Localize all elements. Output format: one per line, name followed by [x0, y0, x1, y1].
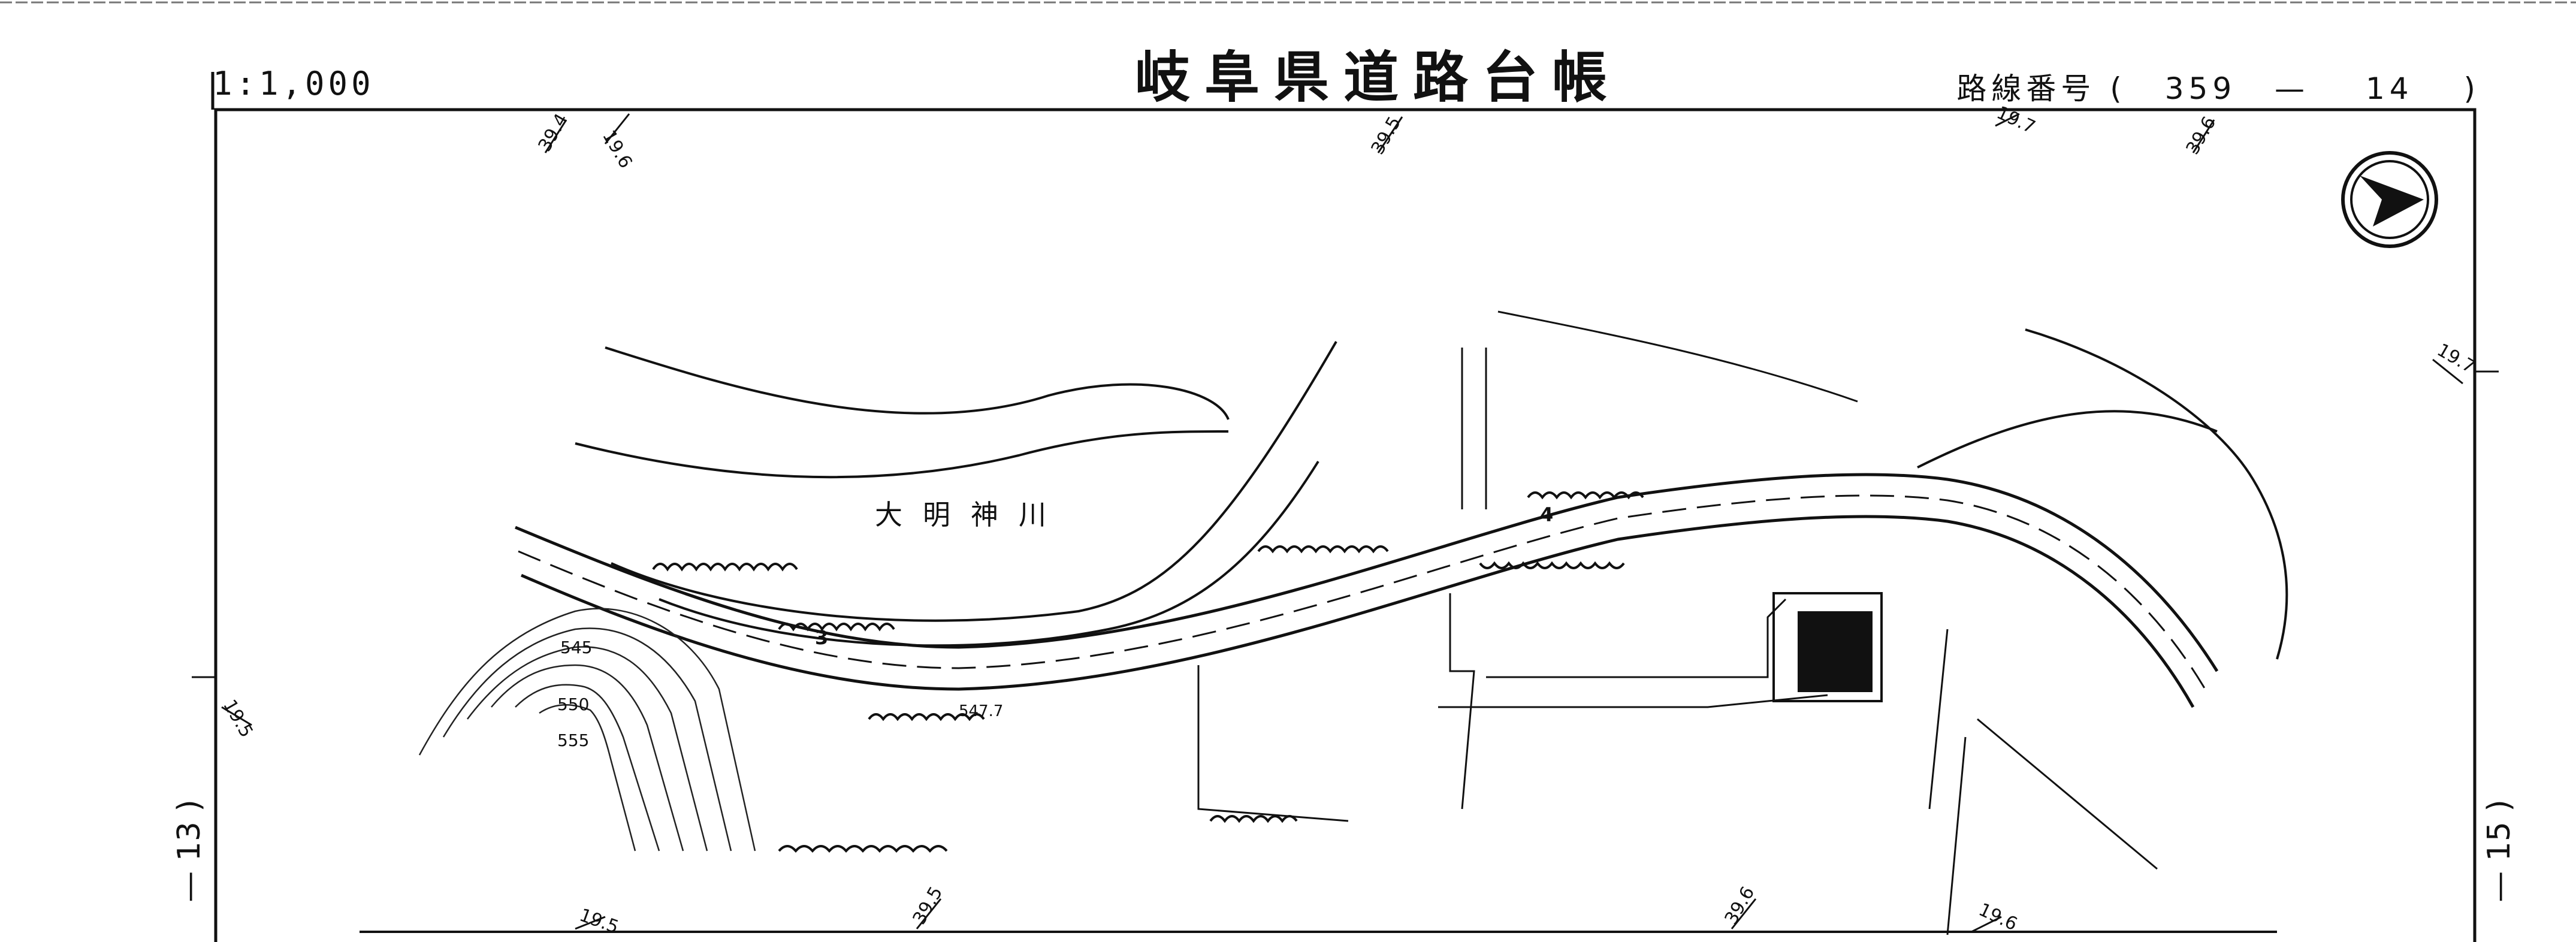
contour-label-550: 550 — [557, 695, 589, 714]
contour-label-555: 555 — [557, 730, 589, 750]
contour-label-545: 545 — [560, 638, 592, 657]
main-road — [515, 473, 2219, 708]
grid-label: 19.6 — [598, 127, 636, 172]
building — [1772, 592, 1883, 702]
north-arrow-icon — [2341, 151, 2438, 248]
parcel-boundaries — [1197, 310, 2158, 935]
grid-label: 39.6 — [2182, 113, 2221, 158]
river-name: 大明神川 — [875, 499, 1067, 531]
route-close-paren: ) — [2463, 71, 2480, 106]
station-label-3: 3 — [815, 626, 828, 649]
grid-label: 39.4 — [534, 110, 573, 155]
grid-labels: 39.4 19.6 39.5 19.7 39.6 19.7 19.5 19.5 … — [219, 102, 2478, 938]
page-title: 岐阜県道路台帳 — [1134, 46, 1621, 110]
map-frame — [214, 108, 2477, 942]
route-main-number: 359 — [2164, 71, 2237, 106]
route-sub-number: 14 — [2365, 71, 2414, 106]
station-label-4: 4 — [1540, 503, 1553, 526]
grid-label: 19.5 — [576, 905, 621, 938]
contour-lines — [418, 608, 756, 852]
grid-label: 19.7 — [1994, 102, 2039, 138]
spot-height-label: 547.7 — [959, 702, 1003, 720]
route-open-paren: ( — [2110, 71, 2127, 106]
river-banks — [575, 328, 2288, 660]
route-number-label: 路線番号 — [1956, 71, 2096, 106]
grid-label: 39.6 — [1721, 883, 1759, 928]
grid-label: 19.6 — [1976, 899, 2021, 935]
map-scale: 1:1,000 — [213, 65, 375, 102]
grid-label: 19.5 — [219, 696, 257, 741]
route-dash: — — [2275, 71, 2310, 106]
retaining-walls — [652, 491, 1644, 853]
grid-label: 19.7 — [2433, 340, 2478, 378]
grid-ticks — [221, 113, 2463, 933]
grid-label: 39.5 — [909, 883, 947, 928]
route-number: 路線番号 ( 359 — 14 ) — [1956, 65, 2480, 108]
